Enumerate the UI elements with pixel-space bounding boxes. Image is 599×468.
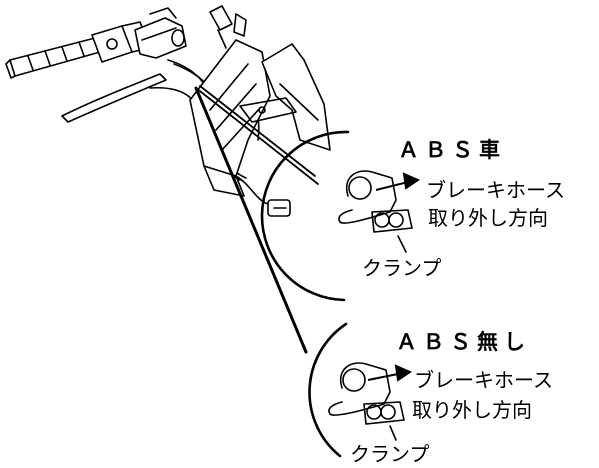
leader-lines xyxy=(194,85,319,354)
callout-circle-non-abs xyxy=(308,322,348,458)
clamp-label-abs: クランプ xyxy=(362,256,442,280)
clamp-detail-non-abs xyxy=(328,362,405,425)
mirror-mount xyxy=(209,5,247,49)
direction-arrow-non-abs xyxy=(367,364,413,382)
front-fork xyxy=(189,39,271,197)
removal-direction-label-abs: 取り外し方向 xyxy=(428,206,548,230)
callout-title-non-abs: ＡＢＳ無し xyxy=(396,330,531,354)
callout-circle-abs xyxy=(260,130,350,302)
brake-hose-label-non-abs: ブレーキホース xyxy=(414,368,553,392)
clamp-label-non-abs: クランプ xyxy=(350,442,430,466)
master-cylinder xyxy=(134,7,187,59)
clamp-pointer-abs xyxy=(397,235,407,253)
removal-direction-label-non-abs: 取り外し方向 xyxy=(412,398,532,422)
frame-clamp xyxy=(235,175,291,217)
brake-hose-label-abs: ブレーキホース xyxy=(426,178,565,202)
front-cowl xyxy=(239,43,331,151)
callout-title-abs: ＡＢＳ車 xyxy=(398,138,506,162)
clamp-detail-abs xyxy=(338,170,413,233)
clamp-pointer-non-abs xyxy=(389,425,397,441)
direction-arrow-abs xyxy=(375,172,421,191)
handlebar-grip xyxy=(5,37,101,79)
brake-lever xyxy=(61,73,167,123)
